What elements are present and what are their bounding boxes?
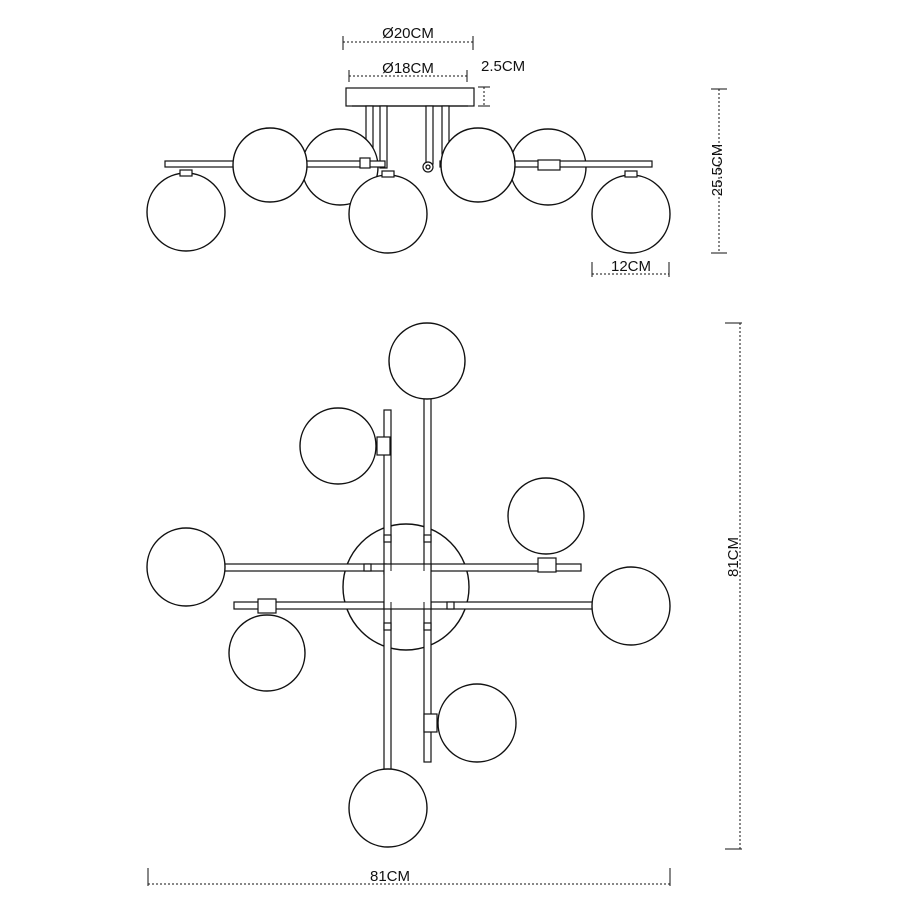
plan-globe-lower-right [437, 683, 517, 763]
globe-front [591, 174, 671, 254]
dim-top-diameter: Ø20CM [342, 25, 474, 50]
dim-label-globe-diameter: 12CM [611, 258, 651, 275]
arm-right [430, 601, 594, 610]
globe-front [146, 172, 226, 252]
plan-globe-upper-left [299, 407, 377, 485]
plan-globe-bottom [348, 768, 428, 848]
plan-globe-top [388, 322, 466, 400]
plan-view [146, 322, 671, 848]
rod [425, 105, 434, 165]
dim-label-plan-depth: 81CM [725, 537, 742, 577]
plan-globe-right [591, 566, 671, 646]
arm-left [221, 563, 387, 572]
arm-up-short [383, 409, 392, 575]
dim-plan-width: 81CM [147, 868, 671, 886]
plan-globe-left [146, 527, 226, 607]
dim-label-total-height: 25.5CM [709, 144, 726, 197]
rod [379, 105, 388, 169]
dim-label-plan-width: 81CM [370, 868, 410, 885]
canopy [345, 87, 475, 107]
arm-left-short [233, 601, 385, 610]
dim-label-inner-diameter: Ø18CM [382, 60, 434, 77]
plan-globe-lower-left [228, 614, 306, 692]
globe-front [348, 174, 428, 254]
side-elevation [146, 87, 671, 254]
dim-globe-diameter: 12CM [591, 258, 670, 277]
dim-canopy-height: 2.5CM [478, 58, 525, 107]
plan-globe-upper-right [507, 477, 585, 555]
dim-label-canopy-height: 2.5CM [481, 58, 525, 75]
dim-inner-diameter: Ø18CM [348, 60, 468, 82]
dim-total-height: 25.5CM [709, 88, 727, 254]
globe-mid [440, 127, 516, 203]
dim-label-top-diameter: Ø20CM [382, 25, 434, 42]
arm-right-short [430, 563, 582, 572]
globe-mid [232, 127, 308, 203]
dim-plan-depth: 81CM [725, 322, 742, 850]
